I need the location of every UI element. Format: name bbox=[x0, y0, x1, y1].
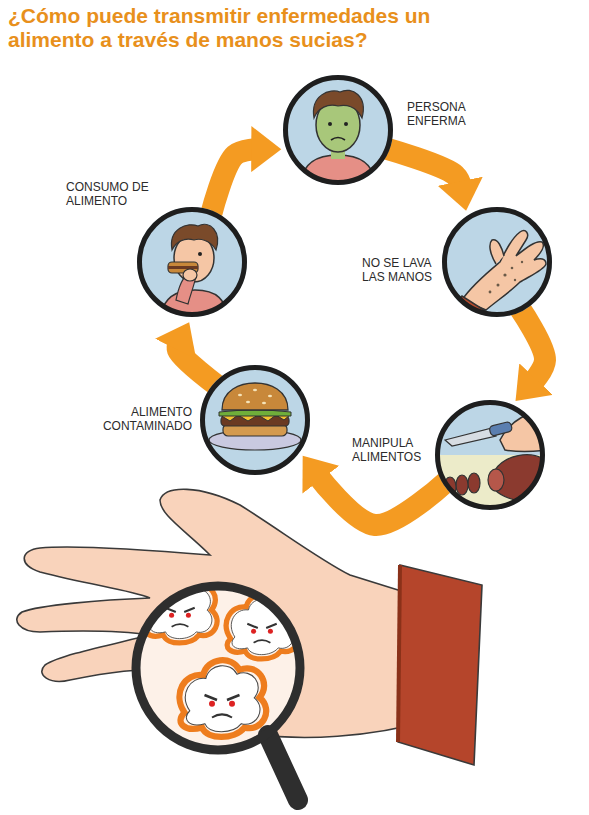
cycle-arrow bbox=[178, 342, 218, 386]
circle-ground bbox=[137, 75, 552, 510]
hand-with-germs bbox=[17, 489, 482, 800]
cycle-arrow bbox=[386, 148, 462, 189]
title: ¿Cómo puede transmitir enfermedades un a… bbox=[8, 4, 438, 52]
step-circle: MANIPULA ALIMENTOS bbox=[435, 400, 545, 510]
step-circle: CONSUMO DE ALIMENTO bbox=[137, 207, 247, 317]
step-circle: ALIMENTO CONTAMINADO bbox=[200, 365, 310, 475]
circle-outline bbox=[283, 75, 393, 185]
burger bbox=[209, 383, 301, 450]
circle-outline bbox=[137, 207, 247, 317]
cycle-arrow bbox=[519, 308, 545, 385]
step-label: MANIPULA ALIMENTOS bbox=[352, 436, 428, 464]
cycle-arrow bbox=[316, 473, 446, 525]
cycle-arrow bbox=[211, 149, 259, 215]
circle-outline bbox=[435, 400, 545, 510]
step-label: ALIMENTO CONTAMINADO bbox=[100, 405, 192, 433]
step-circle: PERSONA ENFERMA bbox=[283, 75, 393, 185]
step-label: NO SE LAVA LAS MANOS bbox=[362, 256, 438, 284]
circle-outline bbox=[200, 365, 310, 475]
circle-outline bbox=[442, 207, 552, 317]
step-label: CONSUMO DE ALIMENTO bbox=[66, 180, 152, 208]
step-label: PERSONA ENFERMA bbox=[407, 100, 479, 128]
step-circle: NO SE LAVA LAS MANOS bbox=[442, 207, 552, 317]
